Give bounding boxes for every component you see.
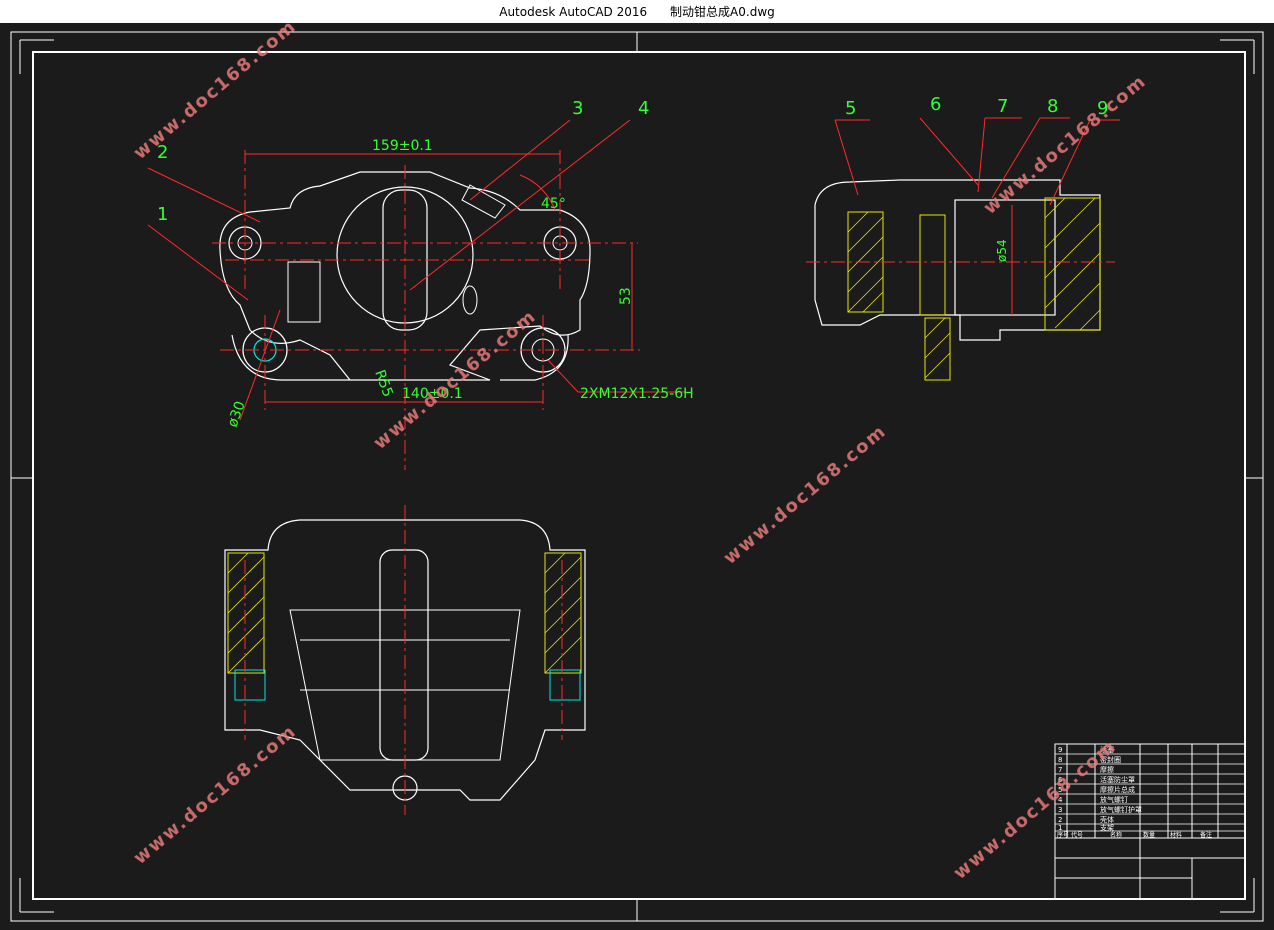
dim-bottom-width: 140±0.1 [402,386,463,402]
bom-header-qty: 数量 [1143,831,1155,839]
bom-rows [1055,753,1245,832]
dim-bore: ø54 [995,239,1009,262]
bom-no: 3 [1058,806,1062,814]
dim-radius: R55 [371,368,395,399]
bom-name: 摩擦 [1100,765,1114,774]
watermarks: www.doc168.com www.doc168.com www.doc168… [130,16,1151,884]
bom-name: 壳体 [1100,815,1114,824]
bom-name: 密封圈 [1100,755,1121,764]
watermark-text: www.doc168.com [980,71,1151,219]
bom-name: 摩擦片总成 [1100,785,1135,794]
watermark-text: www.doc168.com [130,23,301,164]
balloon-7: 7 [997,96,1008,117]
front-view [147,119,686,470]
balloon-2: 2 [157,142,168,163]
title-gap [647,5,670,19]
dim-thread: 2XM12X1.25-6H [580,386,694,402]
watermark-text: www.doc168.com [130,721,301,869]
section-view [806,117,1120,381]
dim-hole-diameter: ø30 [225,399,249,429]
bom-no: 4 [1058,796,1063,804]
bom-no: 1 [1058,824,1062,832]
bom-name: 放气螺钉 [1100,795,1128,804]
bom-no: 9 [1058,746,1062,754]
bom-text: 9 活塞 8 密封圈 7 摩擦 6 活塞防尘罩 5 摩擦片总成 4 放气螺钉 3 放气螺钉护罩… [1057,745,1212,839]
dim-top-width: 159±0.1 [372,138,433,154]
balloon-6: 6 [930,94,941,115]
watermark-text: www.doc168.com [720,421,891,569]
bom-header-remark: 备注 [1200,831,1212,839]
bom-name: 活塞防尘罩 [1100,775,1135,784]
balloon-5: 5 [845,98,856,119]
bom-header-code: 代号 [1071,831,1083,839]
dim-angle: 45° [541,196,566,212]
balloon-1: 1 [157,204,168,225]
bom-name: 活塞 [1100,745,1114,754]
bom-header-name: 名称 [1110,831,1122,839]
title-block [1054,743,1246,900]
balloon-4: 4 [638,98,649,119]
window-title-bar: Autodesk AutoCAD 2016 制动钳总成A0.dwg [0,0,1274,23]
bom-name: 放气螺钉护罩 [1100,805,1142,814]
balloon-9: 9 [1097,98,1108,119]
bom-no: 6 [1058,776,1063,784]
bom-header-no: 序号 [1057,831,1069,839]
bom-no: 5 [1058,786,1062,794]
bom-no: 8 [1058,756,1062,764]
top-view [224,505,586,815]
dim-height: 53 [618,287,634,305]
app-title: Autodesk AutoCAD 2016 [499,4,648,19]
annotations: 1 2 3 4 5 6 7 8 9 159±0.1 140±0.1 45° 2X… [157,94,1108,429]
bom-no: 7 [1058,766,1062,774]
bom-no: 2 [1058,816,1062,824]
bom-name: 支架 [1100,823,1114,832]
balloon-8: 8 [1047,96,1058,117]
sheet-border [10,31,1264,922]
balloon-3: 3 [572,98,583,119]
file-name: 制动钳总成A0.dwg [670,5,775,19]
drawing-svg[interactable]: 1 2 3 4 5 6 7 8 9 159±0.1 140±0.1 45° 2X… [0,16,1274,926]
drawing-canvas[interactable]: 1 2 3 4 5 6 7 8 9 159±0.1 140±0.1 45° 2X… [0,16,1274,926]
bom-header-material: 材料 [1170,831,1182,839]
